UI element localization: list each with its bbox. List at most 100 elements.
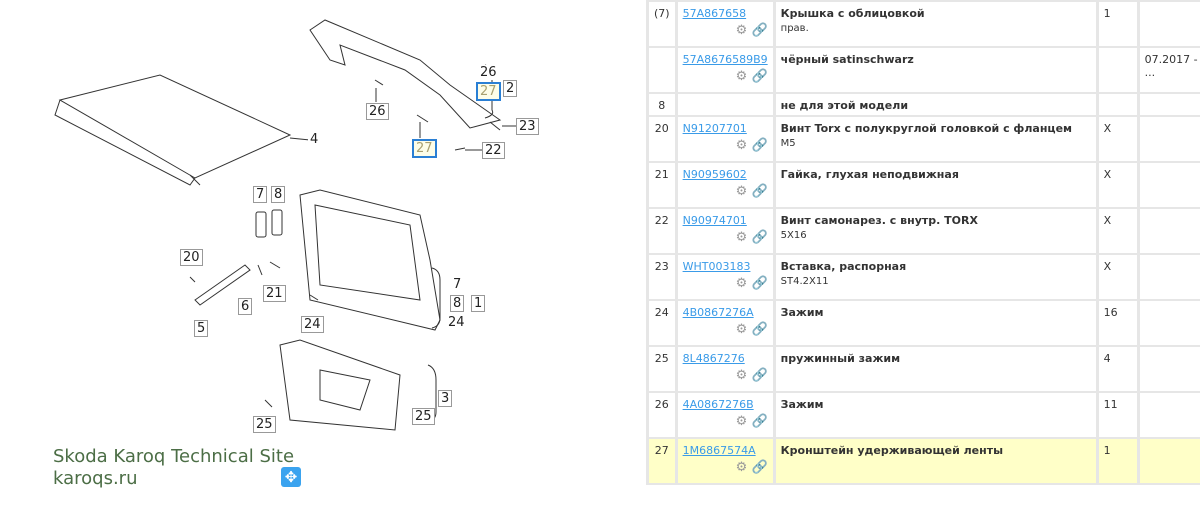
gear-icon[interactable]: ⚙ <box>735 460 748 475</box>
part-name: Вставка, распорная <box>780 260 907 273</box>
part-number-link[interactable]: 4A0867276B <box>682 398 754 411</box>
table-row[interactable]: 21 N90959602 ⚙ 🔗 Гайка, глухая неподвижная… <box>646 161 1200 209</box>
description-cell: Кронштейн удерживающей ленты <box>772 437 1099 485</box>
position-cell: 26 <box>646 391 678 439</box>
link-icon[interactable]: 🔗 <box>751 368 768 383</box>
part-note: 5X16 <box>780 230 807 241</box>
part-number-link[interactable]: N90959602 <box>682 168 747 181</box>
link-icon[interactable]: 🔗 <box>751 276 768 291</box>
date-cell: 07.2017 - ... <box>1136 46 1200 94</box>
callout-26[interactable]: 26 <box>366 103 389 120</box>
table-row[interactable]: 57A8676589B9 ⚙ 🔗 чёрный satinschwarz 07.20… <box>646 46 1200 94</box>
part-name: чёрный satinschwarz <box>780 53 914 66</box>
description-cell: пружинный зажим <box>772 345 1099 393</box>
callout-7[interactable]: 7 <box>253 186 268 203</box>
watermark-url: karoqs.ru <box>53 468 138 489</box>
callout-24[interactable]: 24 <box>446 315 467 330</box>
luggage-cover <box>54 74 292 186</box>
date-cell <box>1136 161 1200 209</box>
quantity-cell: 4 <box>1095 345 1140 393</box>
callout-6[interactable]: 6 <box>238 298 253 315</box>
part-name: не для этой модели <box>780 99 909 112</box>
link-icon[interactable]: 🔗 <box>751 230 768 245</box>
callout-8[interactable]: 8 <box>271 186 286 203</box>
callout-25[interactable]: 25 <box>412 408 435 425</box>
callout-2[interactable]: 2 <box>503 80 518 97</box>
part-number-link[interactable]: WHT003183 <box>682 260 751 273</box>
lower-trim <box>279 339 401 431</box>
gear-icon[interactable]: ⚙ <box>735 138 748 153</box>
part-name: пружинный зажим <box>780 352 901 365</box>
part-number-link[interactable]: 57A867658 <box>682 7 747 20</box>
callout-27-highlighted[interactable]: 27 <box>412 139 437 158</box>
gear-icon[interactable]: ⚙ <box>735 230 748 245</box>
part-name: Зажим <box>780 306 824 319</box>
part-number-cell: N90974701 ⚙ 🔗 <box>674 207 776 255</box>
move-icon[interactable]: ✥ <box>281 467 301 487</box>
callout-1[interactable]: 1 <box>471 295 486 312</box>
description-cell: Гайка, глухая неподвижная <box>772 161 1099 209</box>
callout-25[interactable]: 25 <box>253 416 276 433</box>
callout-21[interactable]: 21 <box>263 285 286 302</box>
part-number-cell: 57A8676589B9 ⚙ 🔗 <box>674 46 776 94</box>
part-number-link[interactable]: 57A8676589B9 <box>682 53 768 66</box>
link-icon[interactable]: 🔗 <box>751 460 768 475</box>
part-note: ST4.2X11 <box>780 276 829 287</box>
position-cell: 25 <box>646 345 678 393</box>
link-icon[interactable]: 🔗 <box>751 322 768 337</box>
link-icon[interactable]: 🔗 <box>751 184 768 199</box>
callout-4[interactable]: 4 <box>308 132 321 147</box>
date-cell <box>1136 115 1200 163</box>
callout-23[interactable]: 23 <box>516 118 539 135</box>
callout-22[interactable]: 22 <box>482 142 505 159</box>
part-number-cell: 1M6867574A ⚙ 🔗 <box>674 437 776 485</box>
position-cell: 21 <box>646 161 678 209</box>
part-number-link[interactable]: 1M6867574A <box>682 444 756 457</box>
gear-icon[interactable]: ⚙ <box>735 322 748 337</box>
callout-3[interactable]: 3 <box>438 390 453 407</box>
callout-7[interactable]: 7 <box>451 277 464 292</box>
diagram-drawing <box>54 19 516 431</box>
callout-20[interactable]: 20 <box>180 249 203 266</box>
callout-8[interactable]: 8 <box>450 295 465 312</box>
gear-icon[interactable]: ⚙ <box>735 276 748 291</box>
link-icon[interactable]: 🔗 <box>751 69 768 84</box>
gear-icon[interactable]: ⚙ <box>735 69 748 84</box>
part-number-cell: 57A867658 ⚙ 🔗 <box>674 0 776 48</box>
part-number-cell: 8L4867276 ⚙ 🔗 <box>674 345 776 393</box>
link-icon[interactable]: 🔗 <box>751 414 768 429</box>
description-cell: Зажим <box>772 391 1099 439</box>
part-number-link[interactable]: N91207701 <box>682 122 747 135</box>
part-number-cell: WHT003183 ⚙ 🔗 <box>674 253 776 301</box>
quantity-cell: X <box>1095 253 1140 301</box>
part-number-link[interactable]: 4B0867276A <box>682 306 754 319</box>
link-icon[interactable]: 🔗 <box>751 138 768 153</box>
callout-5[interactable]: 5 <box>194 320 209 337</box>
position-cell <box>646 46 678 94</box>
part-number-link[interactable]: 8L4867276 <box>682 352 745 365</box>
part-number-link[interactable]: N90974701 <box>682 214 747 227</box>
gear-icon[interactable]: ⚙ <box>735 368 748 383</box>
date-cell <box>1136 391 1200 439</box>
link-icon[interactable]: 🔗 <box>751 23 768 38</box>
part-number-cell: 4B0867276A ⚙ 🔗 <box>674 299 776 347</box>
callout-24[interactable]: 24 <box>301 316 324 333</box>
callout-27-highlighted[interactable]: 27 <box>476 82 501 101</box>
callout-26[interactable]: 26 <box>478 65 499 80</box>
gear-icon[interactable]: ⚙ <box>735 414 748 429</box>
gear-icon[interactable]: ⚙ <box>735 184 748 199</box>
date-cell <box>1136 253 1200 301</box>
part-number-cell: N91207701 ⚙ 🔗 <box>674 115 776 163</box>
gear-icon[interactable]: ⚙ <box>735 23 748 38</box>
